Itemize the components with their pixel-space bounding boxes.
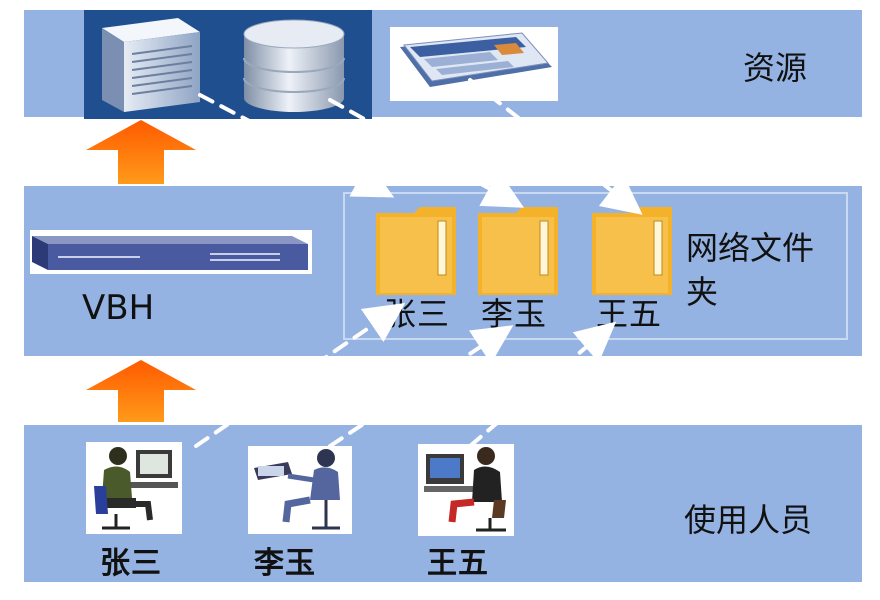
device-label: VBH	[82, 288, 155, 328]
user-card	[86, 442, 182, 534]
user-at-desk-icon	[424, 447, 506, 532]
network-device-icon	[32, 236, 308, 270]
database-icon	[243, 19, 345, 112]
resource-layer-label: 资源	[743, 49, 808, 87]
resource-to-folder-flow	[468, 78, 643, 215]
user-label: 李玉	[254, 546, 316, 581]
user-label: 王五	[427, 546, 489, 581]
folder-icon	[376, 207, 456, 295]
user-layer-label: 使用人员	[684, 501, 813, 539]
network-folder-layer-label: 网络文件夹	[686, 229, 815, 311]
server-icon	[102, 18, 200, 112]
user-at-laptop-icon	[254, 449, 340, 530]
web-page-icon	[400, 32, 552, 87]
resource-to-folder-flow	[328, 98, 524, 208]
user-at-computer-icon	[94, 447, 178, 530]
up-arrow-icon	[86, 120, 196, 184]
user-to-folder-flow	[328, 325, 514, 448]
user-card	[248, 446, 352, 534]
user-card	[418, 444, 514, 536]
folder-icon	[592, 207, 672, 295]
up-arrow-icon	[86, 360, 196, 422]
web-page-card	[390, 27, 558, 101]
folder-icon	[478, 207, 558, 295]
user-to-folder-flow	[468, 321, 617, 448]
user-to-folder-flow	[194, 302, 406, 448]
resource-to-folder-flow	[198, 93, 395, 198]
user-label: 张三	[100, 546, 162, 581]
device-card	[30, 230, 312, 274]
